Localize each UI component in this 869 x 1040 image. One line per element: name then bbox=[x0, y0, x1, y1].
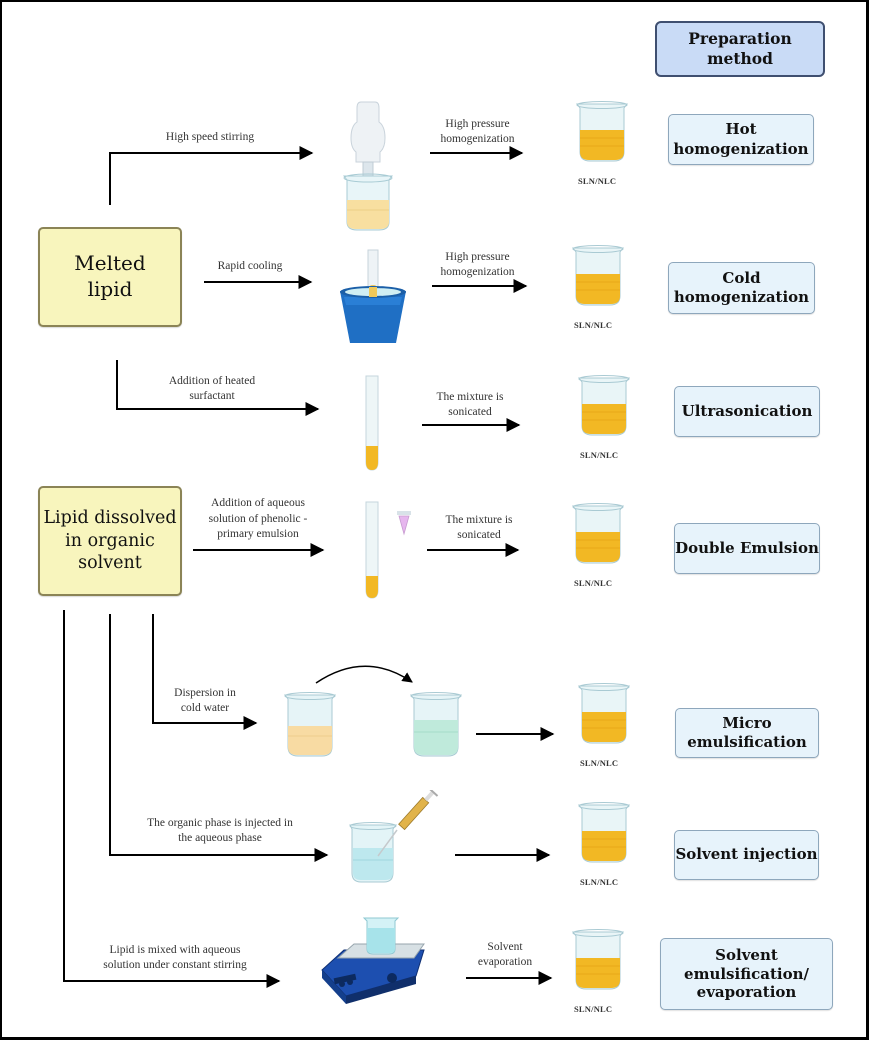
beaker-icon bbox=[572, 503, 624, 564]
product-beaker-row2: SLN/NLC bbox=[570, 244, 626, 330]
product-label: SLN/NLC bbox=[578, 176, 617, 186]
test-tube-icon bbox=[365, 375, 379, 471]
arrow-transfer-curve bbox=[315, 665, 413, 684]
product-beaker-row5: SLN/NLC bbox=[576, 682, 632, 768]
product-label: SLN/NLC bbox=[574, 1004, 613, 1014]
beaker-icon bbox=[578, 802, 630, 863]
header-title: Preparation method bbox=[688, 28, 792, 68]
beaker-with-syringe-icon bbox=[349, 790, 439, 883]
method-ultrasonication: Ultrasonication bbox=[674, 386, 820, 437]
method-solvent-injection: Solvent injection bbox=[674, 830, 819, 880]
source-box-lipid-dissolved: Lipid dissolved in organic solvent bbox=[38, 486, 182, 596]
beaker-icon bbox=[578, 375, 630, 436]
product-beaker-row6: SLN/NLC bbox=[576, 801, 632, 887]
product-beaker-row4: SLN/NLC bbox=[570, 502, 626, 588]
arrow-dispersion-cold-water bbox=[152, 614, 258, 730]
product-label: SLN/NLC bbox=[580, 877, 619, 887]
source-box-melted-lipid: Melted lipid bbox=[38, 227, 182, 327]
water-beaker-icon bbox=[410, 692, 462, 757]
product-label: SLN/NLC bbox=[574, 320, 613, 330]
product-label: SLN/NLC bbox=[574, 578, 613, 588]
lipid-beaker-icon bbox=[284, 692, 336, 757]
product-beaker-row1: SLN/NLC bbox=[574, 100, 630, 186]
product-label: SLN/NLC bbox=[580, 450, 619, 460]
homogenizer-icon bbox=[343, 101, 393, 231]
arrow-constant-stirring bbox=[63, 610, 281, 988]
test-tube-icon bbox=[365, 501, 379, 599]
melted-lipid-label: Melted lipid bbox=[74, 251, 146, 301]
product-beaker-row3: SLN/NLC bbox=[576, 374, 632, 460]
arrow-organic-injection bbox=[109, 614, 329, 862]
magnetic-stirrer-icon bbox=[321, 917, 425, 1004]
beaker-icon bbox=[576, 101, 628, 162]
arrow-heated-surfactant bbox=[116, 360, 320, 416]
beaker-icon bbox=[572, 929, 624, 990]
beaker-icon bbox=[572, 245, 624, 306]
lipid-dissolved-label: Lipid dissolved in organic solvent bbox=[43, 508, 177, 574]
product-label: SLN/NLC bbox=[580, 758, 619, 768]
preparation-method-header: Preparation method bbox=[655, 21, 825, 77]
pipette-tip-icon bbox=[397, 511, 411, 536]
beaker-icon bbox=[578, 683, 630, 744]
step1-label-row2: Rapid cooling bbox=[217, 260, 283, 272]
step1-label-row1: High speed stirring bbox=[165, 131, 255, 143]
method-double-emulsion: Double Emulsion bbox=[674, 523, 820, 574]
ice-bath-icon bbox=[340, 249, 406, 343]
product-beaker-row7: SLN/NLC bbox=[570, 928, 626, 1014]
arrow-high-speed-stirring bbox=[109, 146, 314, 205]
